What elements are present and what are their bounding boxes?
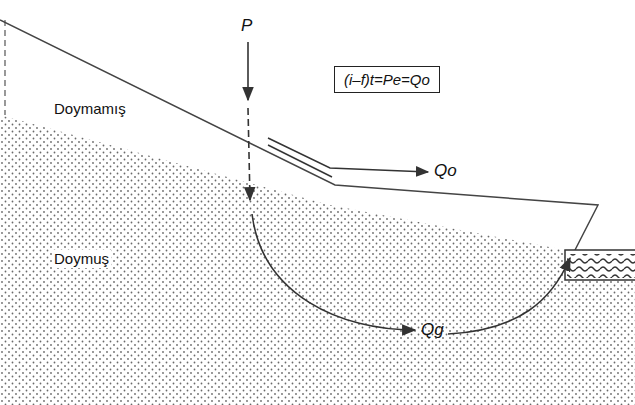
variable-label: Qg: [421, 320, 444, 340]
overland-flow-line: [268, 145, 332, 177]
zone-label: Doymamış: [52, 100, 128, 118]
ground-surface: [0, 20, 598, 250]
overland-flow-arrow: [268, 138, 428, 172]
stream-water: [567, 254, 635, 278]
infiltration-arrow: [248, 108, 250, 200]
groundwater-flow-arrow: [252, 214, 415, 330]
stream-channel: [565, 250, 635, 280]
zone-label: Doymuş: [52, 250, 111, 268]
formula-text: (i–f)t=Pe=Qo: [344, 71, 430, 88]
groundwater-discharge-arrow: [448, 258, 570, 334]
variable-label: Qo: [434, 161, 457, 181]
formula-box: (i–f)t=Pe=Qo: [334, 66, 440, 93]
variable-label: P: [241, 16, 252, 36]
precipitation-arrow: [247, 42, 249, 100]
saturated-zone: [0, 115, 635, 405]
divide-line: [4, 20, 5, 115]
